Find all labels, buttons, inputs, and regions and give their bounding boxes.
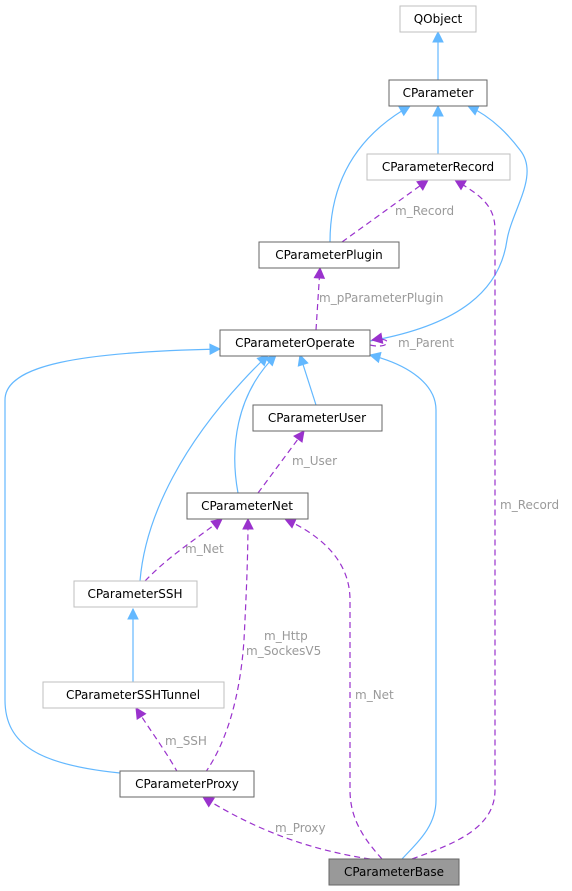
edge-cparameterssh-cparameteroperate [139, 355, 268, 582]
node-label: CParameterPlugin [275, 248, 383, 262]
edge-m-record-base [411, 180, 496, 860]
node-cparameternet[interactable]: CParameterNet [186, 492, 309, 520]
node-label: CParameterBase [344, 865, 444, 879]
node-label: CParameterUser [268, 411, 366, 425]
node-cparameterbase[interactable]: CParameterBase [328, 858, 460, 886]
node-label: CParameterNet [201, 499, 293, 513]
node-cparameterplugin[interactable]: CParameterPlugin [258, 241, 400, 269]
edge-m-http-sockesv5 [204, 519, 248, 774]
edge-m-ssh [136, 708, 179, 774]
edge-cparameterbase-cparameteroperate [370, 355, 437, 860]
label-m-net-base: m_Net [355, 688, 394, 702]
label-m-pparameterplugin: m_pParameterPlugin [319, 291, 443, 305]
usage-edges [136, 180, 496, 860]
node-label: CParameter [403, 86, 474, 100]
node-label: CParameterSSHTunnel [66, 688, 200, 702]
label-m-proxy: m_Proxy [275, 821, 326, 835]
edge-m-proxy [203, 797, 371, 860]
node-label: QObject [414, 12, 463, 26]
node-cparameteroperate[interactable]: CParameterOperate [219, 329, 371, 357]
node-cparameterssh[interactable]: CParameterSSH [73, 580, 198, 608]
edge-m-net-ssh [144, 519, 222, 582]
label-m-user: m_User [292, 454, 337, 468]
edge-cparameterplugin-cparameter [329, 106, 410, 243]
label-m-http: m_Http [264, 629, 308, 643]
edge-cparameteruser-cparameteroperate [300, 355, 317, 406]
edge-cparameteroperate-cparameter [369, 106, 528, 342]
node-cparameterproxy[interactable]: CParameterProxy [119, 770, 255, 798]
label-m-ssh: m_SSH [165, 734, 207, 748]
node-cparametersshtunnel[interactable]: CParameterSSHTunnel [42, 681, 225, 709]
label-m-record-base: m_Record [500, 498, 559, 512]
node-cparameterrecord[interactable]: CParameterRecord [366, 153, 511, 181]
edge-m-pparameterplugin [316, 268, 320, 331]
node-label: CParameterOperate [235, 336, 355, 350]
edge-cparameternet-cparameteroperate [234, 355, 276, 494]
node-cparameteruser[interactable]: CParameterUser [252, 404, 383, 432]
label-m-parent: m_Parent [398, 336, 454, 350]
edge-m-parent [369, 339, 388, 347]
node-label: CParameterSSH [87, 587, 182, 601]
label-m-sockesv5: m_SockesV5 [246, 644, 321, 658]
edge-cparameterproxy-cparameteroperate [4, 349, 220, 774]
edge-labels: m_Record m_pParameterPlugin m_Parent m_U… [165, 204, 559, 835]
edge-m-user [257, 431, 304, 494]
node-qobject[interactable]: QObject [399, 5, 477, 33]
node-label: CParameterRecord [382, 160, 494, 174]
label-m-record-plugin: m_Record [395, 204, 454, 218]
node-label: CParameterProxy [135, 777, 239, 791]
edge-m-record-plugin [341, 180, 428, 243]
edge-m-net-base [285, 519, 383, 860]
node-cparameter[interactable]: CParameter [388, 79, 488, 107]
label-m-net-ssh: m_Net [185, 542, 224, 556]
inheritance-edges [4, 32, 528, 860]
